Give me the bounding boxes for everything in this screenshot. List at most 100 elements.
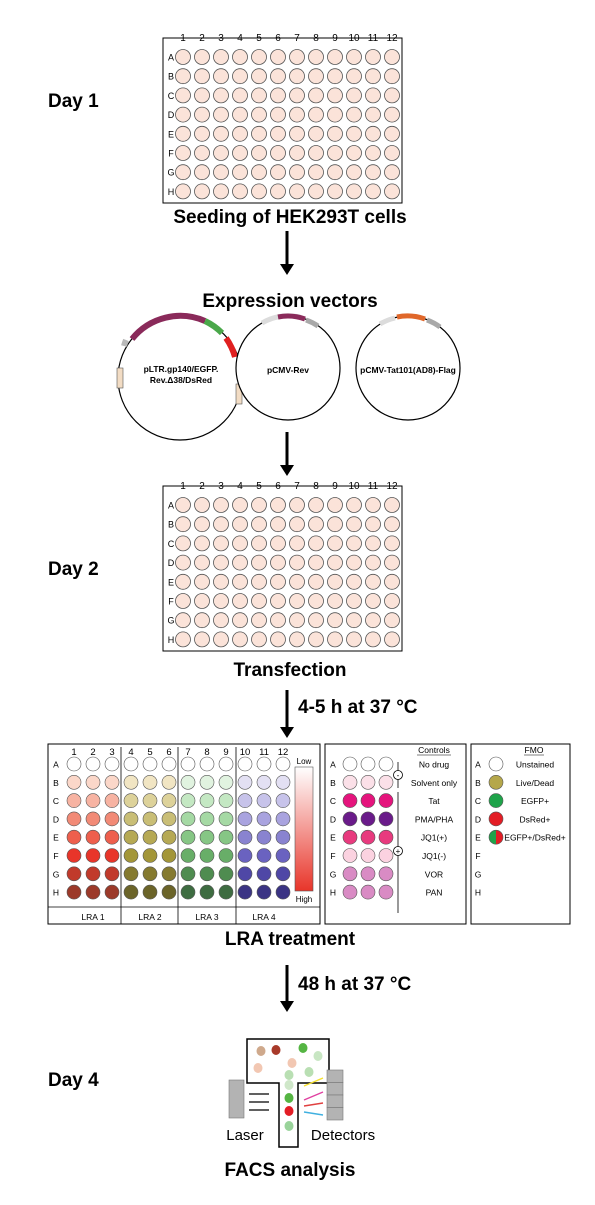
lra-col-label: 9 bbox=[223, 747, 228, 758]
controls-condition-label: PMA/PHA bbox=[415, 814, 454, 824]
emission-line bbox=[303, 1077, 324, 1087]
plate-day1-well bbox=[213, 68, 229, 85]
cell-dot bbox=[284, 1121, 294, 1131]
lra-well bbox=[256, 811, 272, 827]
plate-day2-well bbox=[384, 535, 400, 552]
plate-day1-col-label: 3 bbox=[218, 33, 224, 44]
vector1-name-line1: pLTR.gp140/EGFP. bbox=[144, 364, 219, 374]
lra-well bbox=[199, 793, 215, 808]
plate-day2-row-label: D bbox=[168, 558, 175, 568]
plate-day1-well bbox=[270, 106, 286, 123]
lra-col-label: 11 bbox=[259, 747, 269, 758]
plate-day2-well bbox=[175, 535, 191, 552]
controls-well bbox=[360, 793, 376, 808]
plate-day2-well bbox=[194, 497, 210, 513]
controls-row-label: A bbox=[330, 760, 336, 770]
lra-well bbox=[218, 884, 234, 900]
plate-day1-well bbox=[384, 87, 400, 104]
plate-day1-well bbox=[308, 87, 324, 104]
lra-well bbox=[104, 811, 120, 827]
lra-row-label: H bbox=[53, 888, 59, 898]
controls-condition-label: VOR bbox=[425, 869, 443, 879]
plate-day2-well bbox=[327, 612, 343, 629]
plate-day2-well bbox=[327, 573, 343, 590]
lra-col-label: 10 bbox=[240, 747, 251, 758]
controls-condition-label: Solvent only bbox=[411, 778, 458, 788]
plate-day1-well bbox=[175, 125, 191, 142]
lra-well bbox=[256, 774, 272, 790]
plate-day1-well bbox=[175, 106, 191, 123]
vector3-name: pCMV-Tat101(AD8)-Flag bbox=[360, 365, 456, 375]
plate-day1-well bbox=[365, 106, 381, 123]
plate-day2-well bbox=[365, 535, 381, 552]
plate-day1-well bbox=[308, 164, 324, 181]
fmo-condition-label: EGFP+ bbox=[521, 796, 549, 806]
plate-day1-well bbox=[346, 68, 362, 85]
plate-day1-col-label: 10 bbox=[348, 33, 360, 44]
plate-day2-well bbox=[308, 516, 324, 533]
plate-day1-well bbox=[327, 164, 343, 181]
plate-day1-well bbox=[346, 183, 362, 200]
plate-day1-well bbox=[232, 125, 248, 142]
lra-well bbox=[275, 793, 291, 808]
seeding-caption: Seeding of HEK293T cells bbox=[173, 207, 407, 228]
plate-day2-well bbox=[365, 516, 381, 533]
plate-day1-well bbox=[213, 183, 229, 200]
plate-day1-well bbox=[289, 106, 305, 123]
plate-day1-well bbox=[346, 49, 362, 65]
plate-day1-well bbox=[346, 145, 362, 161]
vector2-polya-segment bbox=[305, 317, 320, 329]
vector-plasmid-2 bbox=[235, 313, 341, 421]
plate-day2-well bbox=[251, 497, 267, 513]
plate-day1-well bbox=[308, 49, 324, 65]
lra-well bbox=[218, 811, 234, 827]
plate-day1-well bbox=[232, 145, 248, 161]
day4-label: Day 4 bbox=[48, 1070, 99, 1091]
lra-col-label: 6 bbox=[166, 747, 171, 758]
plate-day2-row-label: A bbox=[168, 501, 174, 511]
plate-day2-well bbox=[232, 631, 248, 648]
plate-day2-well bbox=[308, 573, 324, 590]
plate-day2-well bbox=[346, 631, 362, 648]
lra-well bbox=[218, 866, 234, 882]
plate-day2-well bbox=[213, 554, 229, 571]
plate-day1-col-label: 1 bbox=[180, 33, 186, 44]
lra-well bbox=[256, 866, 272, 882]
plate-day1-well bbox=[308, 125, 324, 142]
plate-day1-well bbox=[289, 68, 305, 85]
controls-row-label: E bbox=[330, 833, 336, 843]
lra-well bbox=[161, 884, 177, 900]
lra-col-label: 8 bbox=[204, 747, 209, 758]
plate-day2-row-label: C bbox=[168, 539, 175, 549]
lra-row-label: B bbox=[53, 778, 59, 788]
controls-well bbox=[342, 884, 358, 900]
plate-day2-well bbox=[232, 593, 248, 609]
lra-group-label: LRA 3 bbox=[195, 912, 218, 922]
plate-day1-well bbox=[346, 87, 362, 104]
controls-condition-label: Tat bbox=[428, 796, 440, 806]
neg-sign: - bbox=[397, 771, 400, 780]
lra-well bbox=[275, 884, 291, 900]
plate-day2-well bbox=[213, 516, 229, 533]
plate-day1-well bbox=[194, 145, 210, 161]
lra-well bbox=[256, 884, 272, 900]
vector1-gp140-segment bbox=[129, 312, 207, 341]
lra-group-label: LRA 2 bbox=[138, 912, 161, 922]
fmo-row-label: D bbox=[475, 814, 481, 824]
lra-well bbox=[161, 811, 177, 827]
plate-day1-well bbox=[175, 164, 191, 181]
detectors-label: Detectors bbox=[311, 1127, 375, 1144]
plate-day1-well bbox=[308, 106, 324, 123]
lra-well bbox=[237, 756, 253, 772]
fmo-row-label: H bbox=[475, 888, 481, 898]
plate-day1-well bbox=[346, 164, 362, 181]
lra-well bbox=[218, 774, 234, 790]
lra-row-label: C bbox=[53, 796, 59, 806]
lra-well bbox=[180, 774, 196, 790]
lra-well bbox=[142, 829, 158, 845]
plate-day1-well bbox=[175, 145, 191, 161]
plate-day1-well bbox=[289, 164, 305, 181]
plate-day2-col-label: 2 bbox=[199, 481, 205, 492]
day1-label: Day 1 bbox=[48, 91, 99, 112]
plate-day1-well bbox=[384, 68, 400, 85]
